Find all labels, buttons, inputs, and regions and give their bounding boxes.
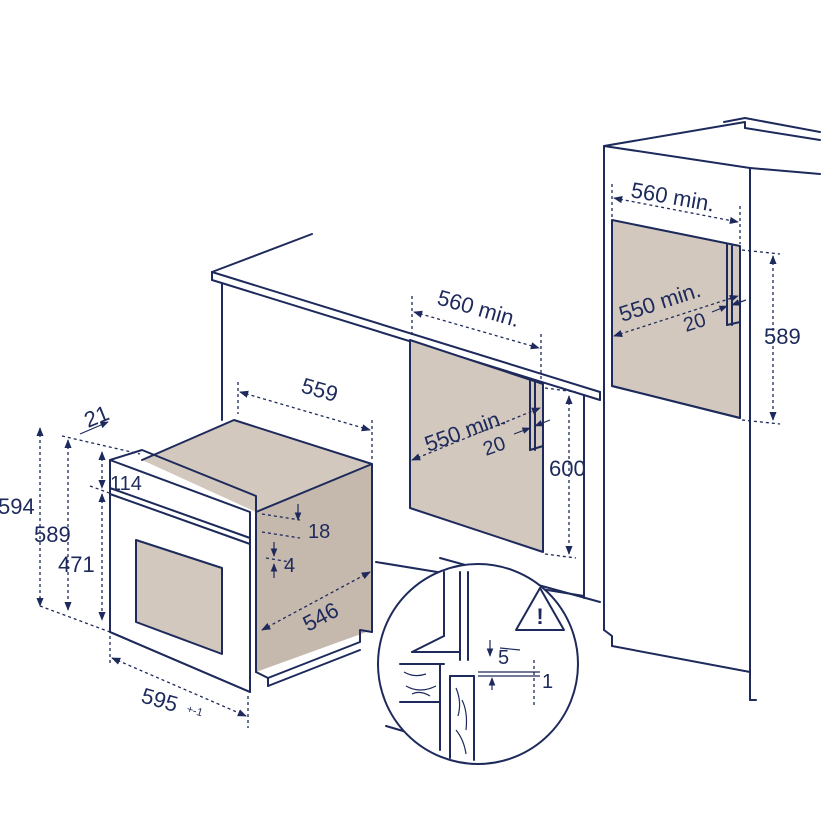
top-gap-label: 114 [110, 473, 142, 495]
panel-thickness-dimension: 21 [61, 400, 141, 455]
oven-width-tolerance-label: +-1 [185, 703, 204, 719]
door-height-dimension: 471 [58, 493, 106, 621]
oven-door-window [135, 539, 223, 655]
door-height-label: 471 [58, 552, 95, 577]
recess-top-dimension: 18 [261, 504, 330, 543]
tall-height-dimension: 589 [741, 249, 801, 425]
panel-thickness-label: 21 [81, 400, 113, 432]
body-height-label: 589 [34, 522, 71, 547]
detail-gap-lower-label: 1 [542, 671, 553, 693]
total-height-dimension: 594 [0, 427, 111, 633]
recess-small-label: 4 [284, 555, 295, 577]
oven-width-label: 595 [139, 683, 181, 717]
body-height-dimension: 589 [34, 439, 72, 611]
warning-symbol: ! [536, 604, 543, 629]
under-counter-height-label: 600 [549, 456, 586, 481]
top-gap-dimension: 114 [89, 451, 142, 495]
countertop [211, 233, 601, 599]
tall-cabinet [603, 117, 821, 701]
recess-top-label: 18 [308, 521, 330, 543]
oven-depth-label: 559 [299, 373, 341, 407]
tall-height-label: 589 [764, 324, 801, 349]
total-height-label: 594 [0, 494, 35, 519]
detail-gap-upper-label: 5 [498, 647, 509, 669]
under-counter-height-dimension: 600 [544, 387, 586, 559]
tall-width-label: 560 min. [629, 177, 716, 216]
warning-triangle-icon: ! [515, 587, 565, 631]
detail-magnifier: 5 1 [377, 557, 601, 765]
under-counter-width-label: 560 min. [435, 285, 523, 332]
